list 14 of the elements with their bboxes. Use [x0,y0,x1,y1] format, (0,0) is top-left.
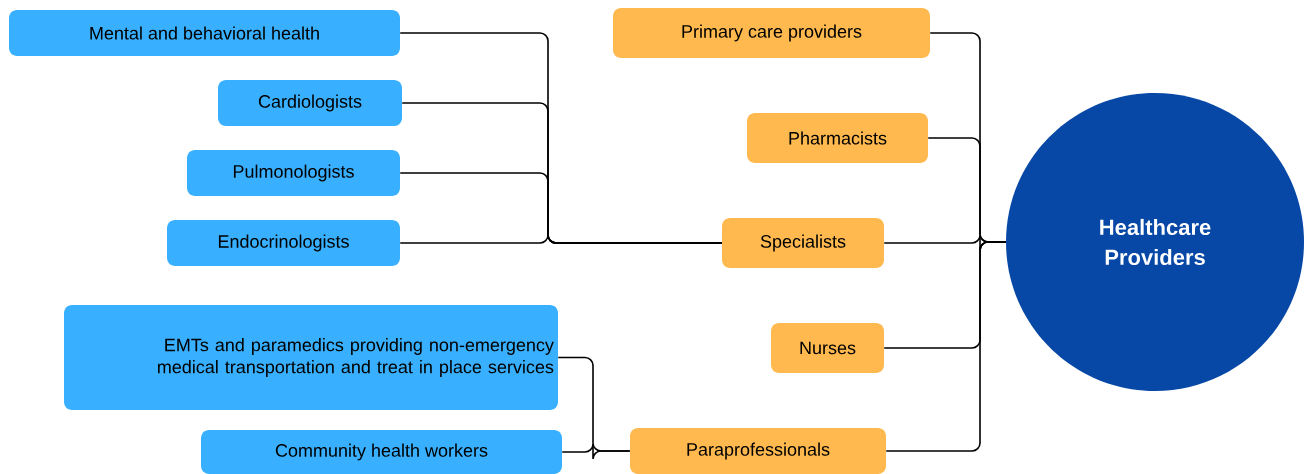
category-box: Paraprofessionals [630,428,886,474]
subcategory-box: Cardiologists [218,80,402,126]
category-box: Pharmacists [747,113,928,163]
subcategory-box: Pulmonologists [187,150,400,196]
connector-line [399,234,723,244]
subcategory-box: Community health workers [201,430,562,474]
subcategory-box: Endocrinologists [167,220,400,266]
subcategory-box: Mental and behavioral health [9,10,400,56]
subcategory-box: EMTs and paramedics providing non-emergency medical transportation and treat in place services [64,305,558,410]
category-box: Nurses [771,323,884,373]
category-box: Specialists [722,218,884,268]
connector-line [885,241,1007,452]
connector-line [561,443,631,460]
category-box: Primary care providers [613,8,930,58]
